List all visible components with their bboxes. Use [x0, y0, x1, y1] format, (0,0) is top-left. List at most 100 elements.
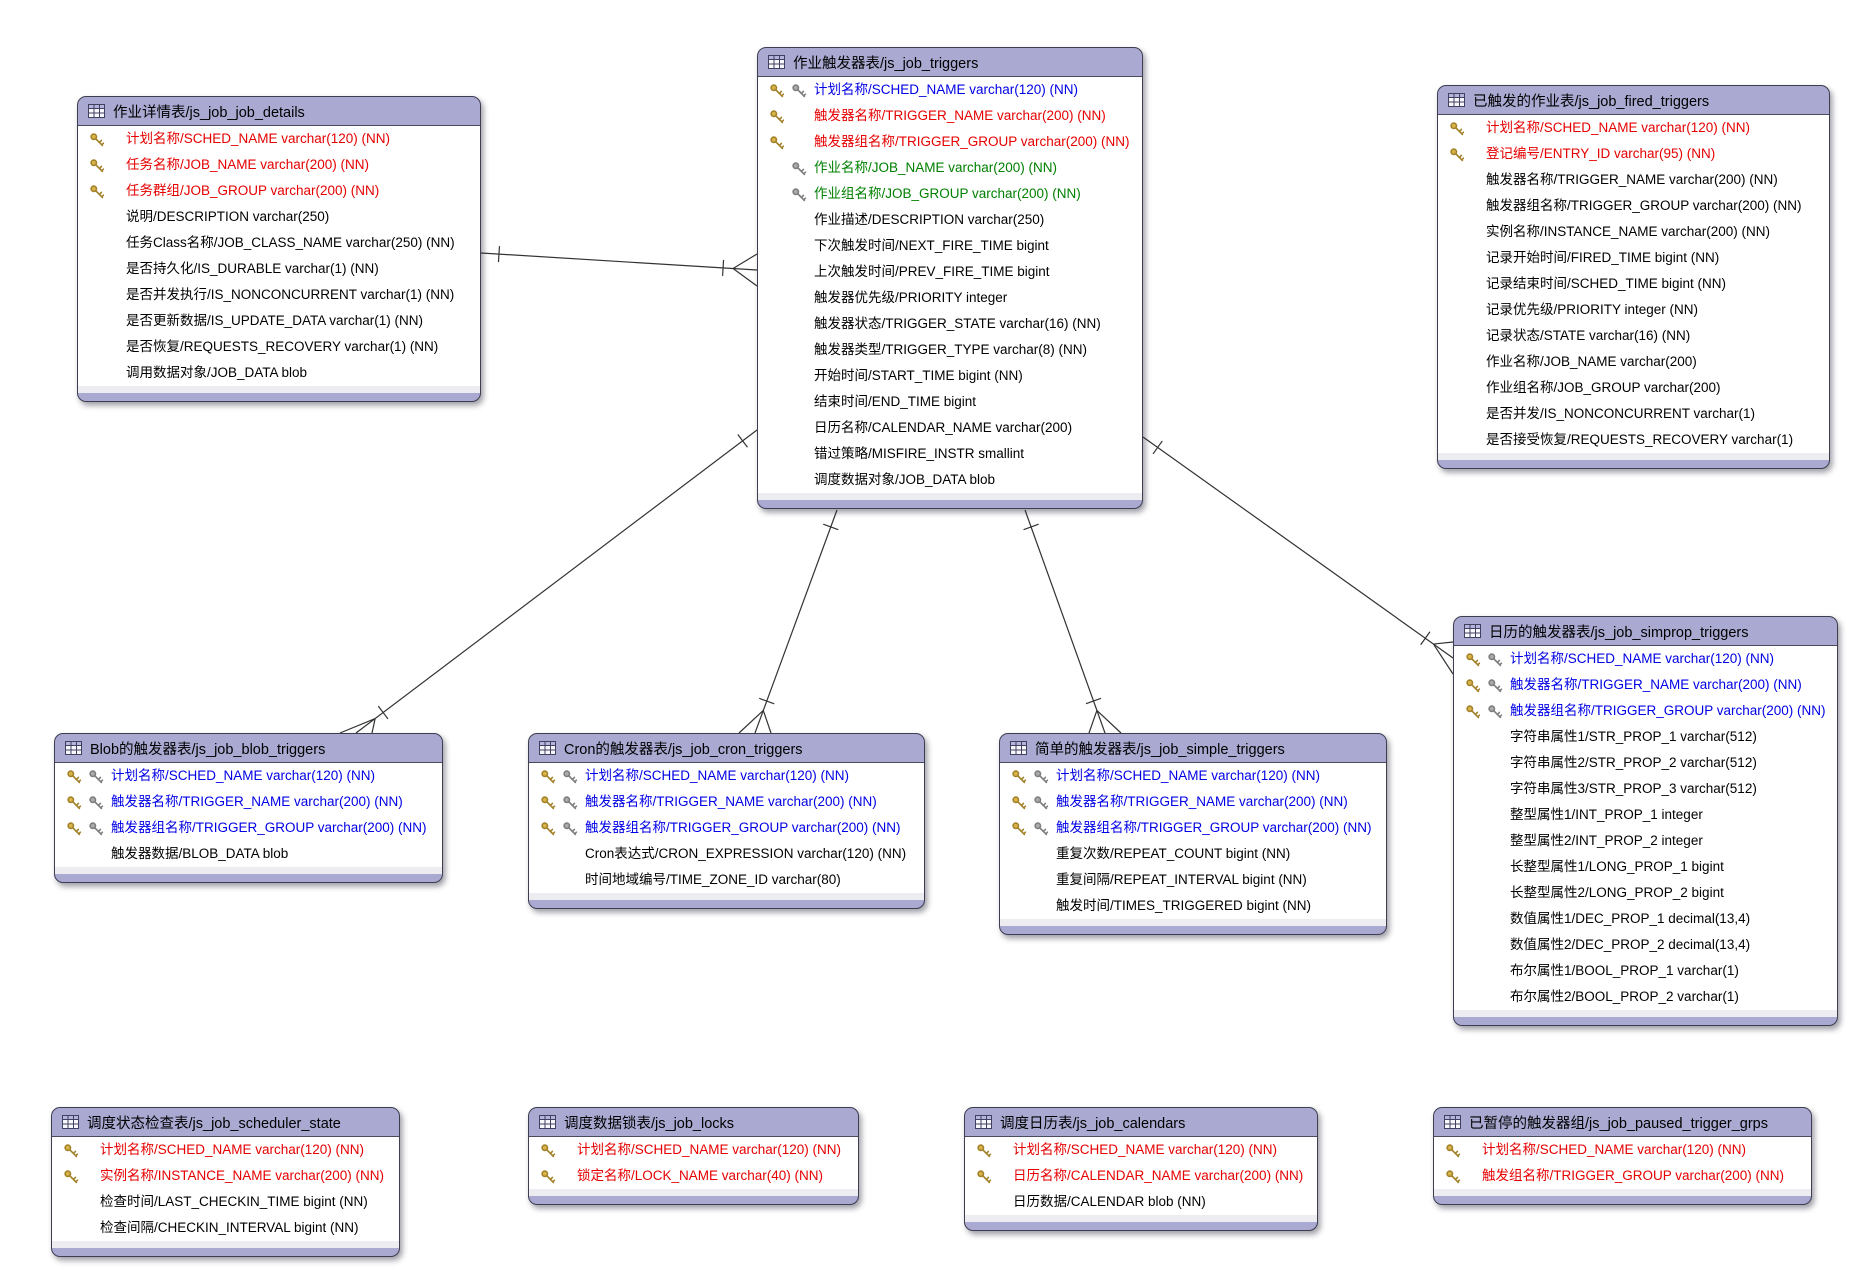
- field-row[interactable]: 是否并发执行/IS_NONCONCURRENT varchar(1) (NN): [78, 282, 480, 308]
- field-row[interactable]: 是否恢复/REQUESTS_RECOVERY varchar(1) (NN): [78, 334, 480, 360]
- table-header-js_job_calendars[interactable]: 调度日历表/js_job_calendars: [965, 1108, 1317, 1136]
- table-header-js_job_scheduler_state[interactable]: 调度状态检查表/js_job_scheduler_state: [52, 1108, 399, 1136]
- field-row[interactable]: 触发器名称/TRIGGER_NAME varchar(200) (NN): [55, 789, 442, 815]
- field-row[interactable]: 时间地域编号/TIME_ZONE_ID varchar(80): [529, 867, 924, 893]
- field-row[interactable]: 触发器名称/TRIGGER_NAME varchar(200) (NN): [1000, 789, 1386, 815]
- field-row[interactable]: 任务名称/JOB_NAME varchar(200) (NN): [78, 152, 480, 178]
- field-row[interactable]: 触发器数据/BLOB_DATA blob: [55, 841, 442, 867]
- field-row[interactable]: Cron表达式/CRON_EXPRESSION varchar(120) (NN…: [529, 841, 924, 867]
- field-row[interactable]: 检查间隔/CHECKIN_INTERVAL bigint (NN): [52, 1215, 399, 1241]
- field-row[interactable]: 作业组名称/JOB_GROUP varchar(200) (NN): [758, 181, 1142, 207]
- field-row[interactable]: 数值属性2/DEC_PROP_2 decimal(13,4): [1454, 932, 1837, 958]
- field-row[interactable]: 下次触发时间/NEXT_FIRE_TIME bigint: [758, 233, 1142, 259]
- field-row[interactable]: 实例名称/INSTANCE_NAME varchar(200) (NN): [52, 1163, 399, 1189]
- field-row[interactable]: 触发器名称/TRIGGER_NAME varchar(200) (NN): [1438, 167, 1829, 193]
- field-row[interactable]: 上次触发时间/PREV_FIRE_TIME bigint: [758, 259, 1142, 285]
- field-row[interactable]: 触发组名称/TRIGGER_GROUP varchar(200) (NN): [1434, 1163, 1811, 1189]
- table-header-js_job_paused_trigger_grps[interactable]: 已暂停的触发器组/js_job_paused_trigger_grps: [1434, 1108, 1811, 1136]
- field-row[interactable]: 触发器组名称/TRIGGER_GROUP varchar(200) (NN): [1000, 815, 1386, 841]
- field-row[interactable]: 布尔属性2/BOOL_PROP_2 varchar(1): [1454, 984, 1837, 1010]
- field-row[interactable]: 日历名称/CALENDAR_NAME varchar(200) (NN): [965, 1163, 1317, 1189]
- field-row[interactable]: 作业名称/JOB_NAME varchar(200): [1438, 349, 1829, 375]
- field-row[interactable]: 计划名称/SCHED_NAME varchar(120) (NN): [1434, 1137, 1811, 1163]
- field-row[interactable]: 日历数据/CALENDAR blob (NN): [965, 1189, 1317, 1215]
- field-row[interactable]: 触发器名称/TRIGGER_NAME varchar(200) (NN): [758, 103, 1142, 129]
- field-row[interactable]: 计划名称/SCHED_NAME varchar(120) (NN): [529, 763, 924, 789]
- field-row[interactable]: 触发器名称/TRIGGER_NAME varchar(200) (NN): [529, 789, 924, 815]
- field-row[interactable]: 实例名称/INSTANCE_NAME varchar(200) (NN): [1438, 219, 1829, 245]
- table-header-js_job_job_details[interactable]: 作业详情表/js_job_job_details: [78, 97, 480, 125]
- field-row[interactable]: 字符串属性3/STR_PROP_3 varchar(512): [1454, 776, 1837, 802]
- table-header-js_job_blob_triggers[interactable]: Blob的触发器表/js_job_blob_triggers: [55, 734, 442, 762]
- field-row[interactable]: 长整型属性1/LONG_PROP_1 bigint: [1454, 854, 1837, 880]
- field-row[interactable]: 记录结束时间/SCHED_TIME bigint (NN): [1438, 271, 1829, 297]
- relationship-line-triggers__simprop-triggers[interactable]: [1142, 436, 1454, 675]
- field-row[interactable]: 触发时间/TIMES_TRIGGERED bigint (NN): [1000, 893, 1386, 919]
- field-row[interactable]: 调用数据对象/JOB_DATA blob: [78, 360, 480, 386]
- field-row[interactable]: 锁定名称/LOCK_NAME varchar(40) (NN): [529, 1163, 858, 1189]
- field-row[interactable]: 计划名称/SCHED_NAME varchar(120) (NN): [965, 1137, 1317, 1163]
- field-row[interactable]: 触发器类型/TRIGGER_TYPE varchar(8) (NN): [758, 337, 1142, 363]
- field-row[interactable]: 作业组名称/JOB_GROUP varchar(200): [1438, 375, 1829, 401]
- field-row[interactable]: 字符串属性2/STR_PROP_2 varchar(512): [1454, 750, 1837, 776]
- field-row[interactable]: 检查时间/LAST_CHECKIN_TIME bigint (NN): [52, 1189, 399, 1215]
- field-row[interactable]: 记录开始时间/FIRED_TIME bigint (NN): [1438, 245, 1829, 271]
- field-row[interactable]: 触发器状态/TRIGGER_STATE varchar(16) (NN): [758, 311, 1142, 337]
- field-row[interactable]: 计划名称/SCHED_NAME varchar(120) (NN): [529, 1137, 858, 1163]
- field-row[interactable]: 计划名称/SCHED_NAME varchar(120) (NN): [78, 126, 480, 152]
- field-row[interactable]: 重复间隔/REPEAT_INTERVAL bigint (NN): [1000, 867, 1386, 893]
- field-row[interactable]: 结束时间/END_TIME bigint: [758, 389, 1142, 415]
- table-header-js_job_fired_triggers[interactable]: 已触发的作业表/js_job_fired_triggers: [1438, 86, 1829, 114]
- field-row[interactable]: 触发器组名称/TRIGGER_GROUP varchar(200) (NN): [55, 815, 442, 841]
- field-row[interactable]: 计划名称/SCHED_NAME varchar(120) (NN): [52, 1137, 399, 1163]
- table-header-js_job_locks[interactable]: 调度数据锁表/js_job_locks: [529, 1108, 858, 1136]
- field-row[interactable]: 布尔属性1/BOOL_PROP_1 varchar(1): [1454, 958, 1837, 984]
- field-row[interactable]: 任务群组/JOB_GROUP varchar(200) (NN): [78, 178, 480, 204]
- field-row[interactable]: 计划名称/SCHED_NAME varchar(120) (NN): [1000, 763, 1386, 789]
- field-row[interactable]: 数值属性1/DEC_PROP_1 decimal(13,4): [1454, 906, 1837, 932]
- field-row[interactable]: 计划名称/SCHED_NAME varchar(120) (NN): [1454, 646, 1837, 672]
- field-row[interactable]: 触发器组名称/TRIGGER_GROUP varchar(200) (NN): [1438, 193, 1829, 219]
- field-row[interactable]: 记录优先级/PRIORITY integer (NN): [1438, 297, 1829, 323]
- table-header-js_job_triggers[interactable]: 作业触发器表/js_job_triggers: [758, 48, 1142, 76]
- field-row[interactable]: 重复次数/REPEAT_COUNT bigint (NN): [1000, 841, 1386, 867]
- table-header-js_job_simple_triggers[interactable]: 简单的触发器表/js_job_simple_triggers: [1000, 734, 1386, 762]
- field-row[interactable]: 作业描述/DESCRIPTION varchar(250): [758, 207, 1142, 233]
- field-row[interactable]: 计划名称/SCHED_NAME varchar(120) (NN): [1438, 115, 1829, 141]
- field-row[interactable]: 触发器名称/TRIGGER_NAME varchar(200) (NN): [1454, 672, 1837, 698]
- field-row[interactable]: 日历名称/CALENDAR_NAME varchar(200): [758, 415, 1142, 441]
- field-row[interactable]: 是否接受恢复/REQUESTS_RECOVERY varchar(1): [1438, 427, 1829, 453]
- field-row[interactable]: 计划名称/SCHED_NAME varchar(120) (NN): [758, 77, 1142, 103]
- relationship-line-triggers__simple-triggers[interactable]: [1023, 509, 1122, 734]
- field-row[interactable]: 记录状态/STATE varchar(16) (NN): [1438, 323, 1829, 349]
- table-header-js_job_cron_triggers[interactable]: Cron的触发器表/js_job_cron_triggers: [529, 734, 924, 762]
- field-row[interactable]: 是否持久化/IS_DURABLE varchar(1) (NN): [78, 256, 480, 282]
- field-row[interactable]: 触发器组名称/TRIGGER_GROUP varchar(200) (NN): [1454, 698, 1837, 724]
- field-row[interactable]: 触发器组名称/TRIGGER_GROUP varchar(200) (NN): [758, 129, 1142, 155]
- field-row[interactable]: 触发器优先级/PRIORITY integer: [758, 285, 1142, 311]
- field-row[interactable]: 长整型属性2/LONG_PROP_2 bigint: [1454, 880, 1837, 906]
- field-row[interactable]: 开始时间/START_TIME bigint (NN): [758, 363, 1142, 389]
- field-row[interactable]: 登记编号/ENTRY_ID varchar(95) (NN): [1438, 141, 1829, 167]
- field-row[interactable]: 任务Class名称/JOB_CLASS_NAME varchar(250) (N…: [78, 230, 480, 256]
- table-header-js_job_simprop_triggers[interactable]: 日历的触发器表/js_job_simprop_triggers: [1454, 617, 1837, 645]
- field-row[interactable]: 整型属性1/INT_PROP_1 integer: [1454, 802, 1837, 828]
- relationship-line-job-details__triggers[interactable]: [480, 246, 758, 287]
- field-row[interactable]: 作业名称/JOB_NAME varchar(200) (NN): [758, 155, 1142, 181]
- field-row[interactable]: 字符串属性1/STR_PROP_1 varchar(512): [1454, 724, 1837, 750]
- relationship-line-triggers__blob-triggers[interactable]: [339, 429, 758, 734]
- field-row[interactable]: 是否更新数据/IS_UPDATE_DATA varchar(1) (NN): [78, 308, 480, 334]
- field-row[interactable]: 触发器组名称/TRIGGER_GROUP varchar(200) (NN): [529, 815, 924, 841]
- field-row[interactable]: 是否并发/IS_NONCONCURRENT varchar(1): [1438, 401, 1829, 427]
- field-row[interactable]: 计划名称/SCHED_NAME varchar(120) (NN): [55, 763, 442, 789]
